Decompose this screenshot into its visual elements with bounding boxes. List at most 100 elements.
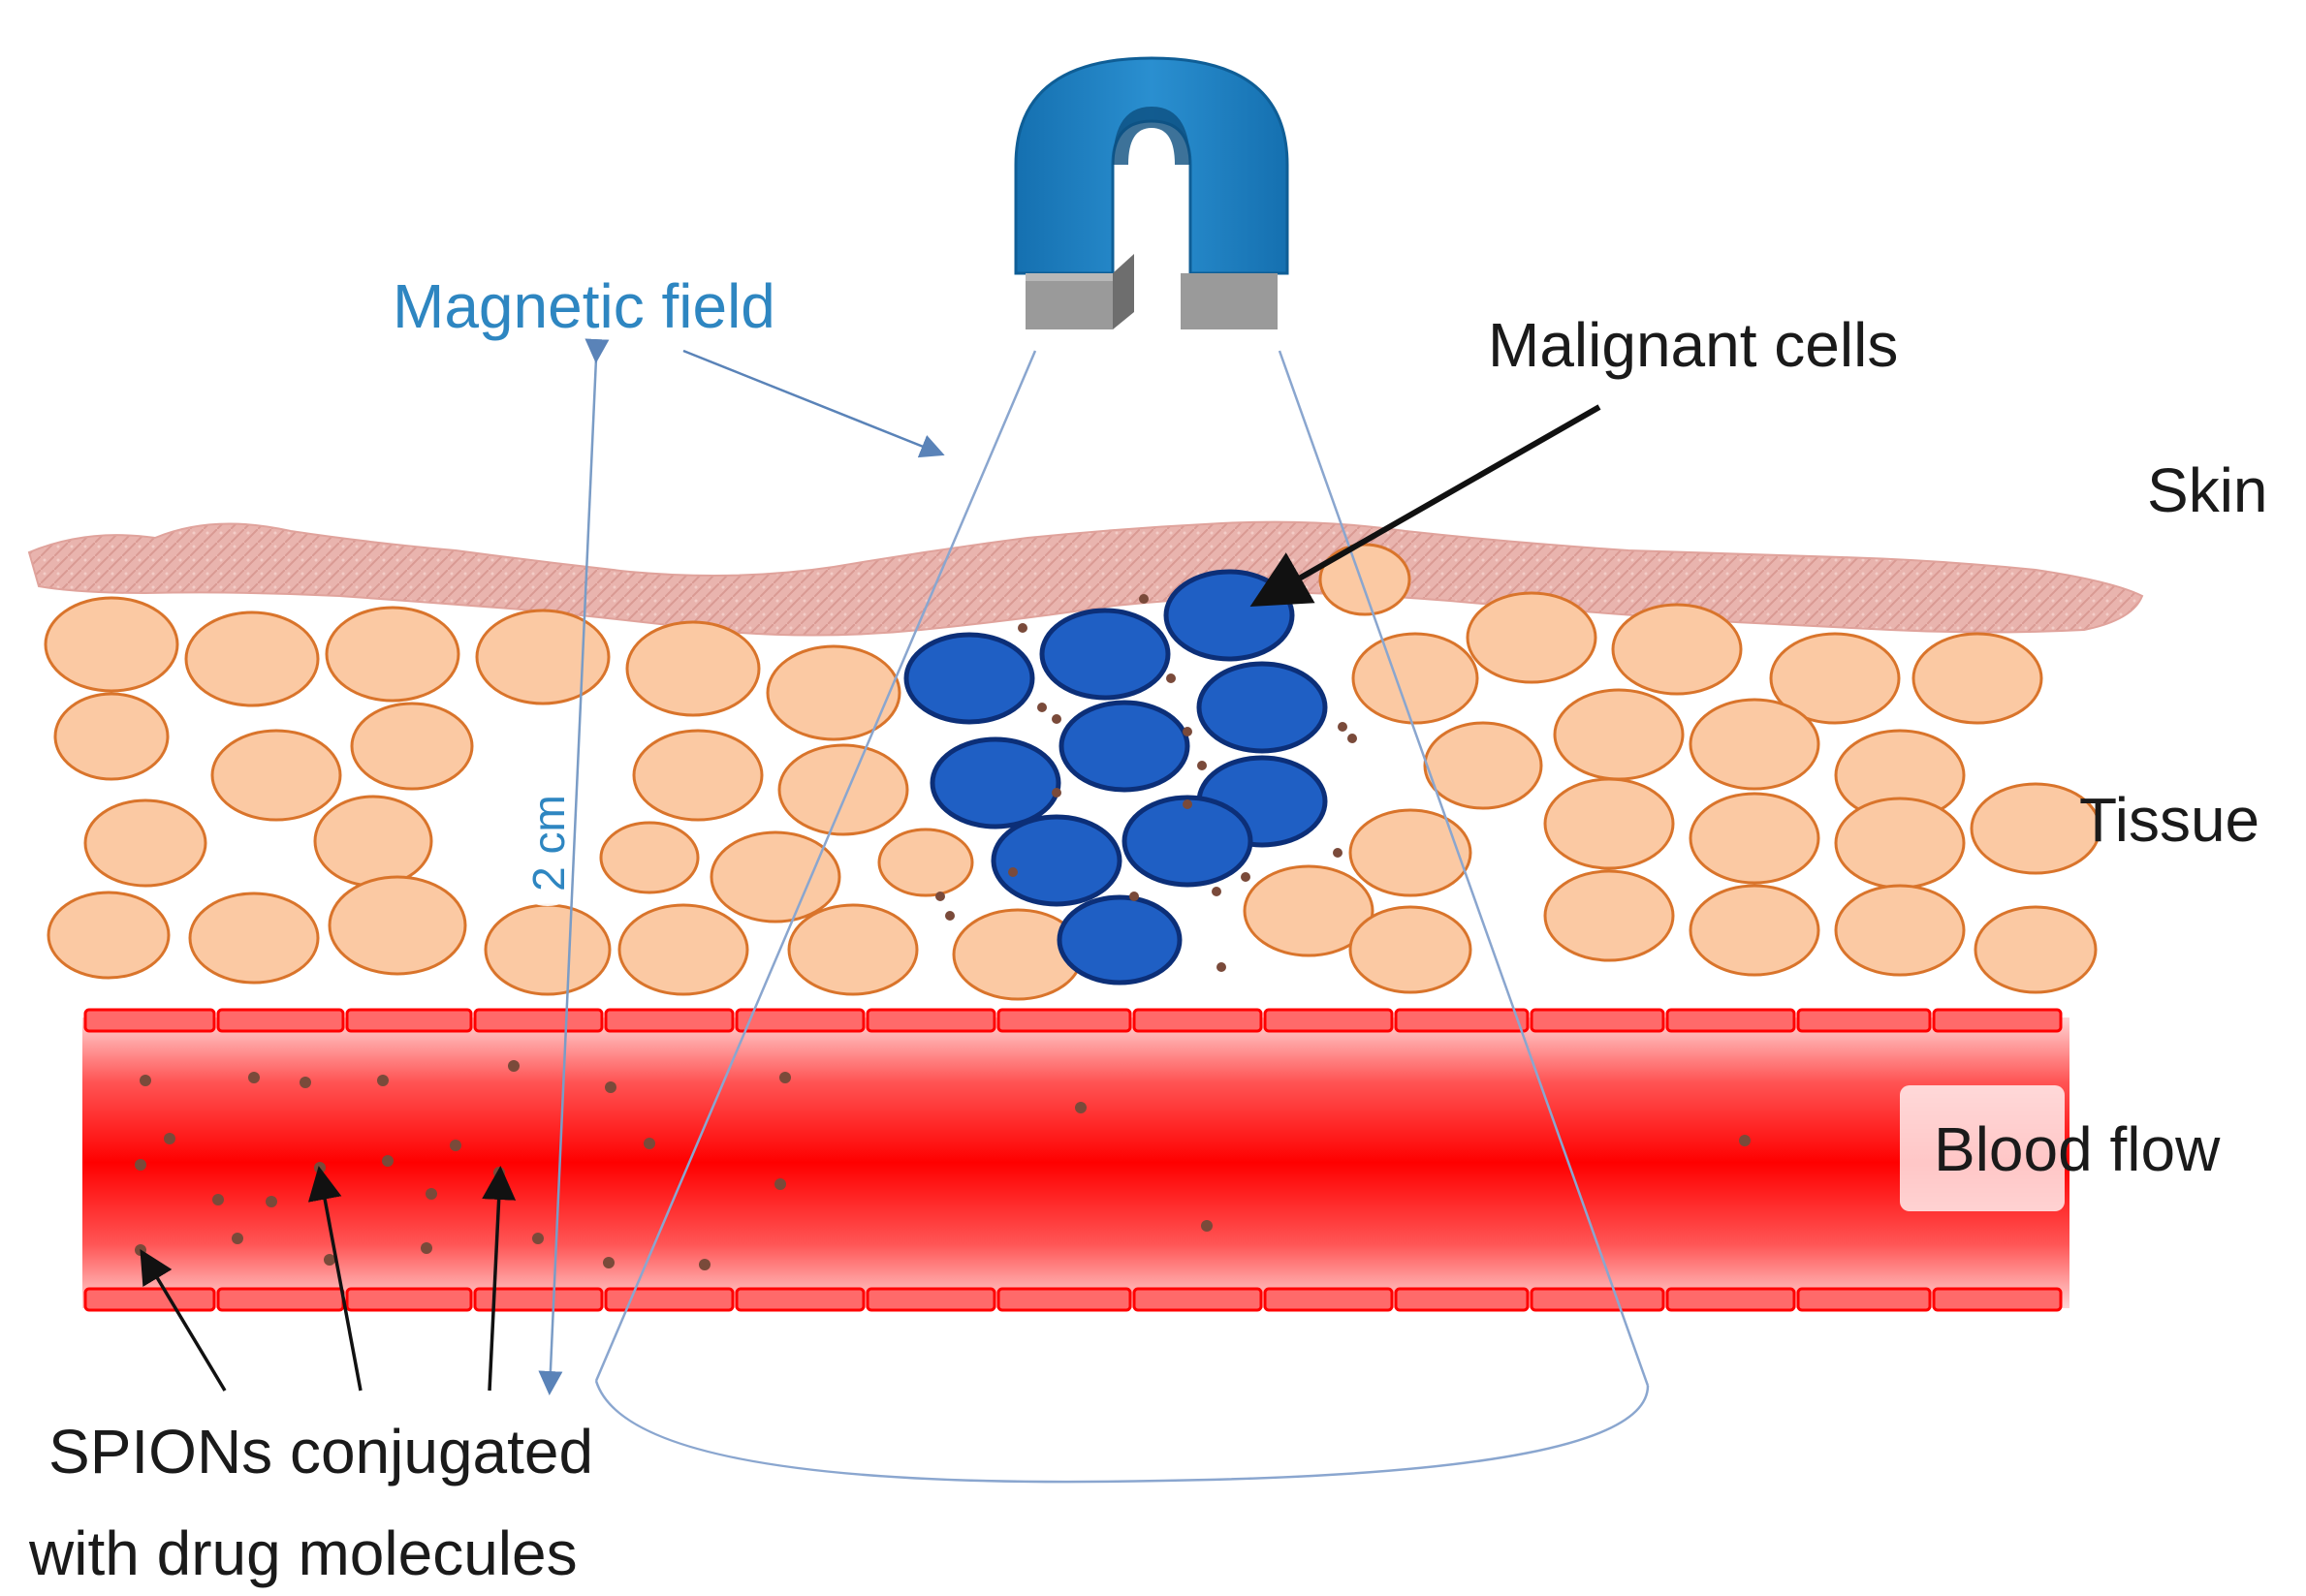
vessel-wall-segment [1796, 1287, 1932, 1312]
tissue-cell [47, 891, 171, 980]
tissue-cell [475, 609, 611, 705]
malignant-cell [991, 814, 1122, 907]
spion-dot [1037, 703, 1047, 712]
spion-dot [426, 1188, 437, 1200]
tissue-cell [1611, 603, 1743, 696]
spion-dot [1166, 673, 1176, 683]
vessel-wall-top [83, 1008, 2063, 1033]
vessel-wall-segment [1665, 1008, 1796, 1033]
spion-dot [1183, 799, 1192, 809]
tissue-cell [484, 903, 612, 996]
magnetic-field-label: Magnetic field [393, 271, 775, 341]
vessel-wall-segment [216, 1287, 345, 1312]
vessel-wall-segment [1394, 1008, 1530, 1033]
vessel-wall-segment [996, 1008, 1132, 1033]
spion-dot [382, 1155, 394, 1167]
tumor-spion-dots [935, 594, 1357, 972]
spion-dot [779, 1072, 791, 1083]
vessel-wall-segment [1932, 1008, 2063, 1033]
vessel-wall-segment [473, 1008, 604, 1033]
vessel-wall-segment [1932, 1287, 2063, 1312]
spion-dot [248, 1072, 260, 1083]
spion-dot [450, 1140, 461, 1151]
skin-label: Skin [2147, 455, 2268, 525]
spion-dot [324, 1254, 335, 1266]
tissue-cell [1911, 632, 2043, 725]
depth-arrow [538, 338, 610, 1395]
spion-dot [1183, 727, 1192, 736]
spion-dot [1212, 887, 1221, 896]
spion-dot [508, 1060, 520, 1072]
spion-dot [314, 1162, 326, 1174]
vessel-wall-segment [1530, 1287, 1665, 1312]
spion-dot [1347, 734, 1357, 743]
vessel-wall-segment [604, 1008, 735, 1033]
spion-dot [532, 1233, 544, 1244]
tissue-cell [632, 729, 764, 822]
malignant-cells-label: Malignant cells [1488, 310, 1898, 380]
tissue-cell [328, 875, 467, 976]
spion-dot [164, 1133, 175, 1144]
tissue-cell [325, 606, 460, 703]
tissue-cell [1970, 782, 2101, 875]
spion-dot [699, 1259, 711, 1270]
tissue-cell [1834, 797, 1966, 890]
tissue-cell [787, 903, 919, 996]
vessel-wall-segment [345, 1008, 473, 1033]
horseshoe-magnet-icon [1014, 56, 1289, 329]
tissue-cell [599, 821, 700, 894]
spion-dot [1333, 848, 1343, 858]
spions-label-line2: with drug molecules [28, 1518, 578, 1588]
tissue-cell [1348, 905, 1472, 994]
spion-dot [232, 1233, 243, 1244]
vessel-wall-segment [1665, 1287, 1796, 1312]
malignant-cell [930, 736, 1061, 829]
tissue-cell [877, 828, 974, 897]
malignant-cell [1039, 608, 1171, 701]
vessel-wall-segment [604, 1287, 735, 1312]
spion-dot [135, 1159, 146, 1171]
spion-dot [212, 1194, 224, 1205]
malignant-cells [903, 569, 1328, 986]
tissue-cell [1466, 591, 1597, 684]
spion-dot [1052, 788, 1061, 798]
spion-dot [644, 1138, 655, 1149]
tissue-cell [1351, 632, 1479, 725]
vessel-wall-segment [1394, 1287, 1530, 1312]
vessel-wall-segment [1132, 1287, 1263, 1312]
malignant-cell [903, 632, 1035, 725]
malignant-cells-arrow [1249, 404, 1601, 607]
spion-dot [300, 1077, 311, 1088]
tissue-cell [1543, 777, 1675, 870]
malignant-cell [1196, 661, 1328, 754]
spion-dot [1052, 714, 1061, 724]
vessel-wall-segment [1796, 1008, 1932, 1033]
tissue-cell [1243, 864, 1374, 957]
spion-dot [1075, 1102, 1087, 1113]
vessel-wall-segment [1263, 1287, 1394, 1312]
vessel-wall-segment [1530, 1008, 1665, 1033]
distance-label: 2 cm [523, 795, 574, 892]
malignant-cell [1057, 894, 1183, 986]
distance-marker: 2 cm [501, 712, 594, 906]
tissue-cell [766, 644, 901, 741]
spion-dot [1338, 722, 1347, 732]
tissue-cell [210, 729, 342, 822]
spion-dot [1241, 872, 1250, 882]
tissue-cell [1543, 869, 1675, 962]
spion-dot [421, 1242, 432, 1254]
tissue-cell [1318, 543, 1411, 616]
blood-flow-label: Blood flow [1934, 1114, 2221, 1184]
tissue-cell [1348, 808, 1472, 897]
spion-dot [1008, 867, 1018, 877]
spion-arrows [140, 1166, 517, 1392]
tissue-cell [1423, 721, 1543, 810]
spion-dot [1129, 892, 1139, 901]
magnetic-field-cone [594, 350, 1650, 1484]
tissue-cell [1834, 884, 1966, 977]
malignant-cell [1121, 795, 1253, 888]
spions-label-line1: SPIONs conjugated [48, 1417, 593, 1486]
spion-dot [266, 1196, 277, 1207]
